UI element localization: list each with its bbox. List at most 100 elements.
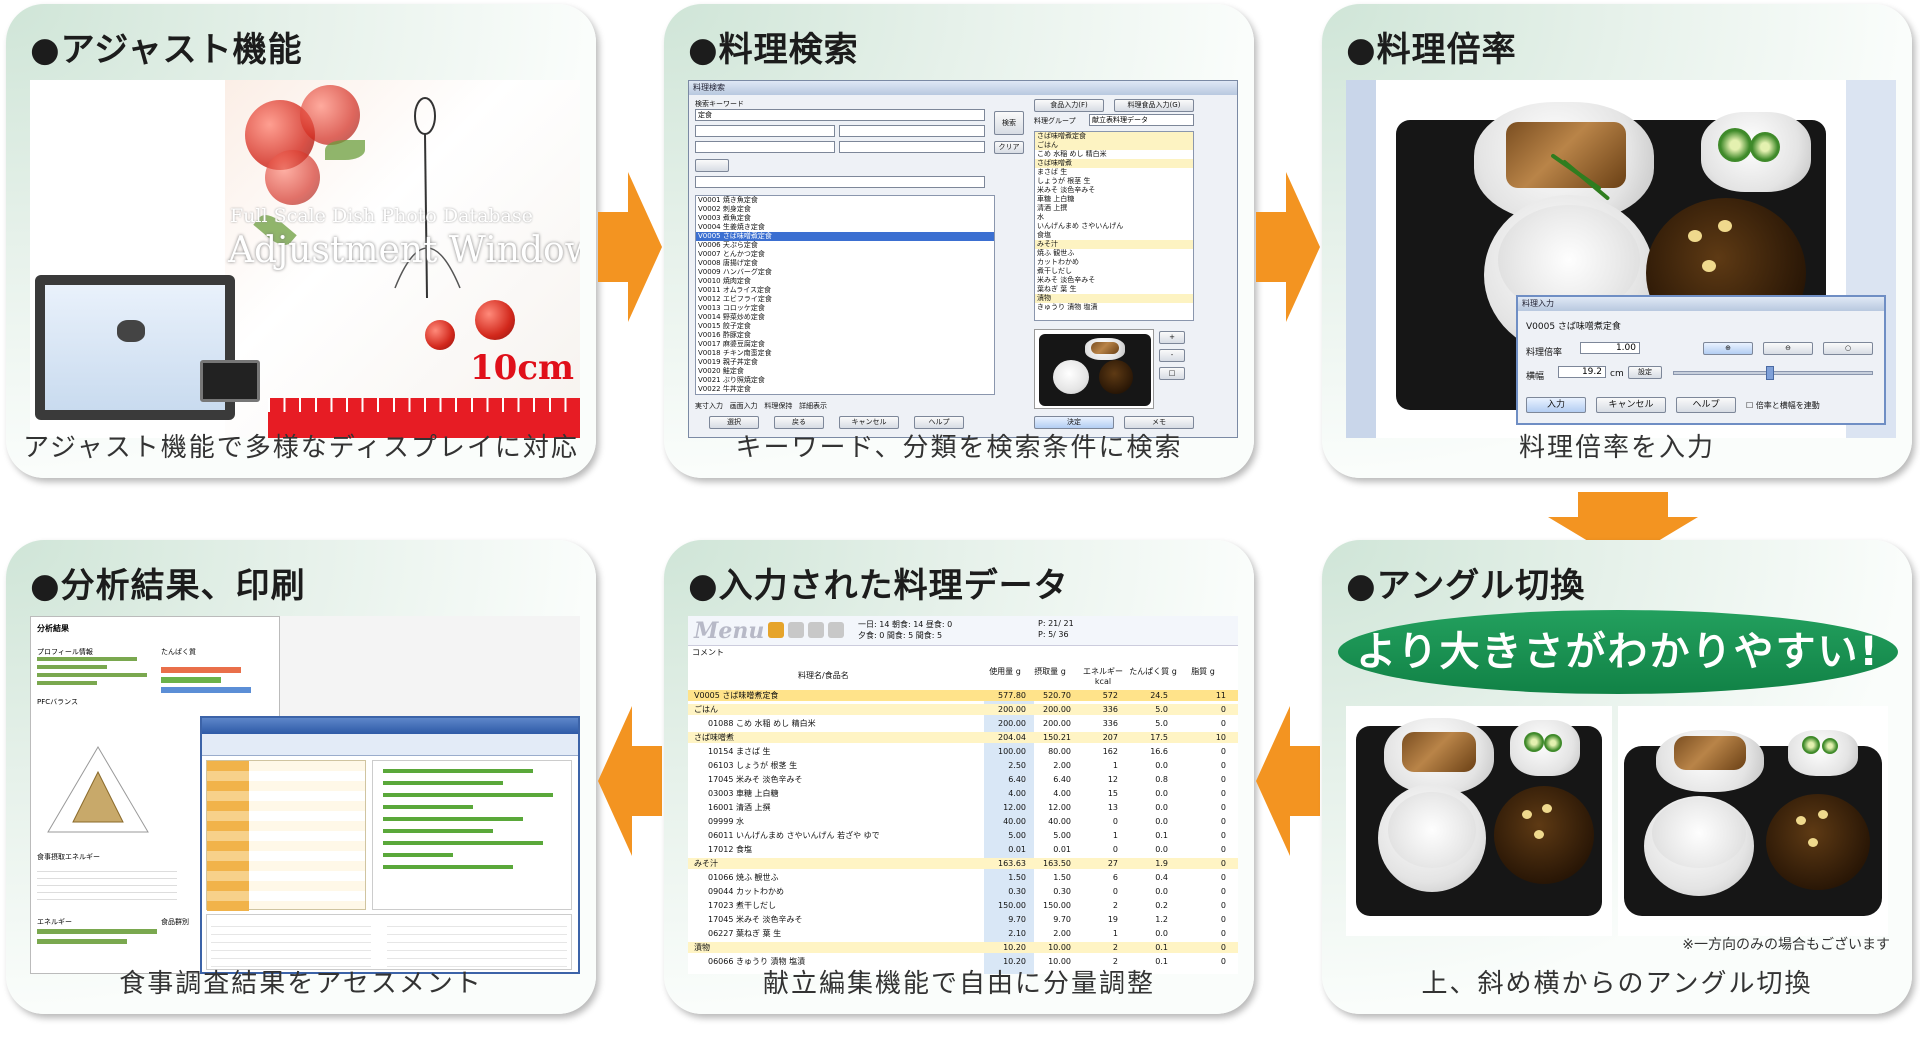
help-button[interactable]: ヘルプ xyxy=(1676,397,1736,413)
group-select[interactable]: 献立表料理データ xyxy=(1089,114,1194,126)
type-select[interactable] xyxy=(695,141,835,153)
genre-select[interactable] xyxy=(695,125,835,137)
list-item[interactable]: 米みそ 淡色辛みそ xyxy=(1037,276,1096,284)
list-item[interactable]: V0013 コロッケ定食 xyxy=(698,304,765,312)
list-item[interactable]: まさば 生 xyxy=(1037,168,1068,176)
input-button[interactable]: 入力 xyxy=(1526,397,1586,413)
condition-button[interactable] xyxy=(695,159,729,172)
list-item[interactable]: さば味噌煮定食 xyxy=(1035,132,1193,141)
list-item[interactable]: V0011 オムライス定食 xyxy=(698,286,772,294)
snack-icon[interactable] xyxy=(828,622,844,638)
back-button[interactable]: 戻る xyxy=(774,416,824,429)
zoom-out-button[interactable]: - xyxy=(1159,349,1185,362)
list-item[interactable]: V0003 煮魚定食 xyxy=(698,214,751,222)
cancel-button[interactable]: キャンセル xyxy=(1596,397,1666,413)
category-select[interactable] xyxy=(839,125,985,137)
check-real-size[interactable]: 実寸入力 xyxy=(695,402,723,410)
list-item[interactable]: カットわかめ xyxy=(1037,258,1079,266)
ingredient-list[interactable]: さば味噌煮定食ごはんこめ 水稲 めし 精白米さば味噌煮まさば 生しょうが 根茎 … xyxy=(1034,131,1194,321)
lunch-icon[interactable] xyxy=(788,622,804,638)
list-item[interactable]: V0001 焼き魚定食 xyxy=(698,196,758,204)
keyword-input[interactable]: 定食 xyxy=(695,109,985,121)
list-item[interactable]: V0008 唐揚げ定食 xyxy=(698,259,758,267)
list-item[interactable]: 清酒 上撰 xyxy=(1037,204,1068,212)
rate-up-button[interactable]: ⊕ xyxy=(1703,342,1753,355)
list-item[interactable]: V0002 刺身定食 xyxy=(698,205,751,213)
food-input-button[interactable]: 食品入力(F) xyxy=(1034,99,1104,112)
list-item[interactable]: 葉ねぎ 葉 生 xyxy=(1037,285,1077,293)
list-item[interactable]: V0009 ハンバーグ定食 xyxy=(698,268,772,276)
memo-button[interactable]: メモ xyxy=(1124,416,1194,429)
list-item[interactable]: V0023 カツ丼定食 xyxy=(696,394,994,395)
list-item[interactable]: V0007 とんかつ定食 xyxy=(698,250,765,258)
set-button[interactable]: 設定 xyxy=(1628,366,1662,379)
list-item[interactable]: 煮干しだし xyxy=(1037,267,1072,275)
rate-reset-button[interactable]: ○ xyxy=(1823,342,1873,355)
list-item[interactable]: みそ汁 xyxy=(1035,240,1193,249)
cancel-button[interactable]: キャンセル xyxy=(839,416,899,429)
select-button[interactable]: 選択 xyxy=(709,416,759,429)
list-item[interactable]: V0004 生姜焼き定食 xyxy=(698,223,765,231)
help-button[interactable]: ヘルプ xyxy=(914,416,964,429)
rate-down-button[interactable]: ⊖ xyxy=(1763,342,1813,355)
list-item[interactable]: V0015 餃子定食 xyxy=(698,322,751,330)
fit-button[interactable]: □ xyxy=(1159,367,1185,380)
link-checkbox[interactable]: ☐ 倍率と横幅を連動 xyxy=(1746,401,1820,410)
confirm-button[interactable]: 決定 xyxy=(1034,416,1114,429)
width-input[interactable]: 19.2 xyxy=(1558,366,1606,378)
list-item[interactable]: 車糖 上白糖 xyxy=(1037,195,1075,203)
list-item[interactable]: V0014 野菜炒め定食 xyxy=(698,313,765,321)
subtype-select[interactable] xyxy=(839,141,985,153)
rate-input[interactable]: 1.00 xyxy=(1580,342,1640,354)
zoom-in-button[interactable]: + xyxy=(1159,331,1185,344)
list-item[interactable]: V0005 さば味噌煮定食 xyxy=(696,232,994,241)
width-slider[interactable] xyxy=(1673,366,1873,380)
search-button[interactable]: 検索 xyxy=(994,111,1024,135)
list-item[interactable]: V0019 親子丼定食 xyxy=(698,358,758,366)
list-item[interactable]: 米みそ 淡色辛みそ xyxy=(1037,186,1096,194)
check-screen[interactable]: 画面入力 xyxy=(729,402,758,410)
dish-food-input-button[interactable]: 料理食品入力(G) xyxy=(1114,99,1194,112)
list-item[interactable]: V0012 エビフライ定食 xyxy=(698,295,772,303)
list-item[interactable]: V0022 牛丼定食 xyxy=(698,385,751,393)
check-keep[interactable]: 料理保持 xyxy=(764,402,793,410)
list-item[interactable]: V0021 ぶり照焼定食 xyxy=(698,376,765,384)
analysis-tabs[interactable] xyxy=(202,734,578,756)
list-item[interactable]: V0017 麻婆豆腐定食 xyxy=(698,340,765,348)
list-item[interactable]: 焼ふ 観世ふ xyxy=(1037,249,1075,257)
list-item[interactable]: こめ 水稲 めし 精白米 xyxy=(1037,150,1107,158)
list-item[interactable]: 食塩 xyxy=(1037,231,1051,239)
list-item[interactable]: きゅうり 漬物 塩漬 xyxy=(1037,303,1098,311)
list-item[interactable]: V0010 焼肉定食 xyxy=(698,277,751,285)
clear-button[interactable]: クリア xyxy=(994,141,1024,154)
list-item[interactable]: いんげんまめ さやいんげん xyxy=(1037,222,1124,230)
list-item[interactable]: V0006 天ぷら定食 xyxy=(698,241,758,249)
dinner-icon[interactable] xyxy=(808,622,824,638)
check-detail[interactable]: 詳細表示 xyxy=(799,402,828,410)
list-item[interactable]: V0020 鮭定食 xyxy=(698,367,744,375)
list-item[interactable]: V0018 チキン南蛮定食 xyxy=(698,349,772,357)
list-item[interactable]: さば味噌煮 xyxy=(1035,159,1193,168)
list-item[interactable]: 水 xyxy=(1037,213,1044,221)
list-item[interactable]: ごはん xyxy=(1035,141,1193,150)
list-item[interactable]: しょうが 根茎 生 xyxy=(1037,177,1091,185)
list-item[interactable]: 漬物 xyxy=(1035,294,1193,303)
